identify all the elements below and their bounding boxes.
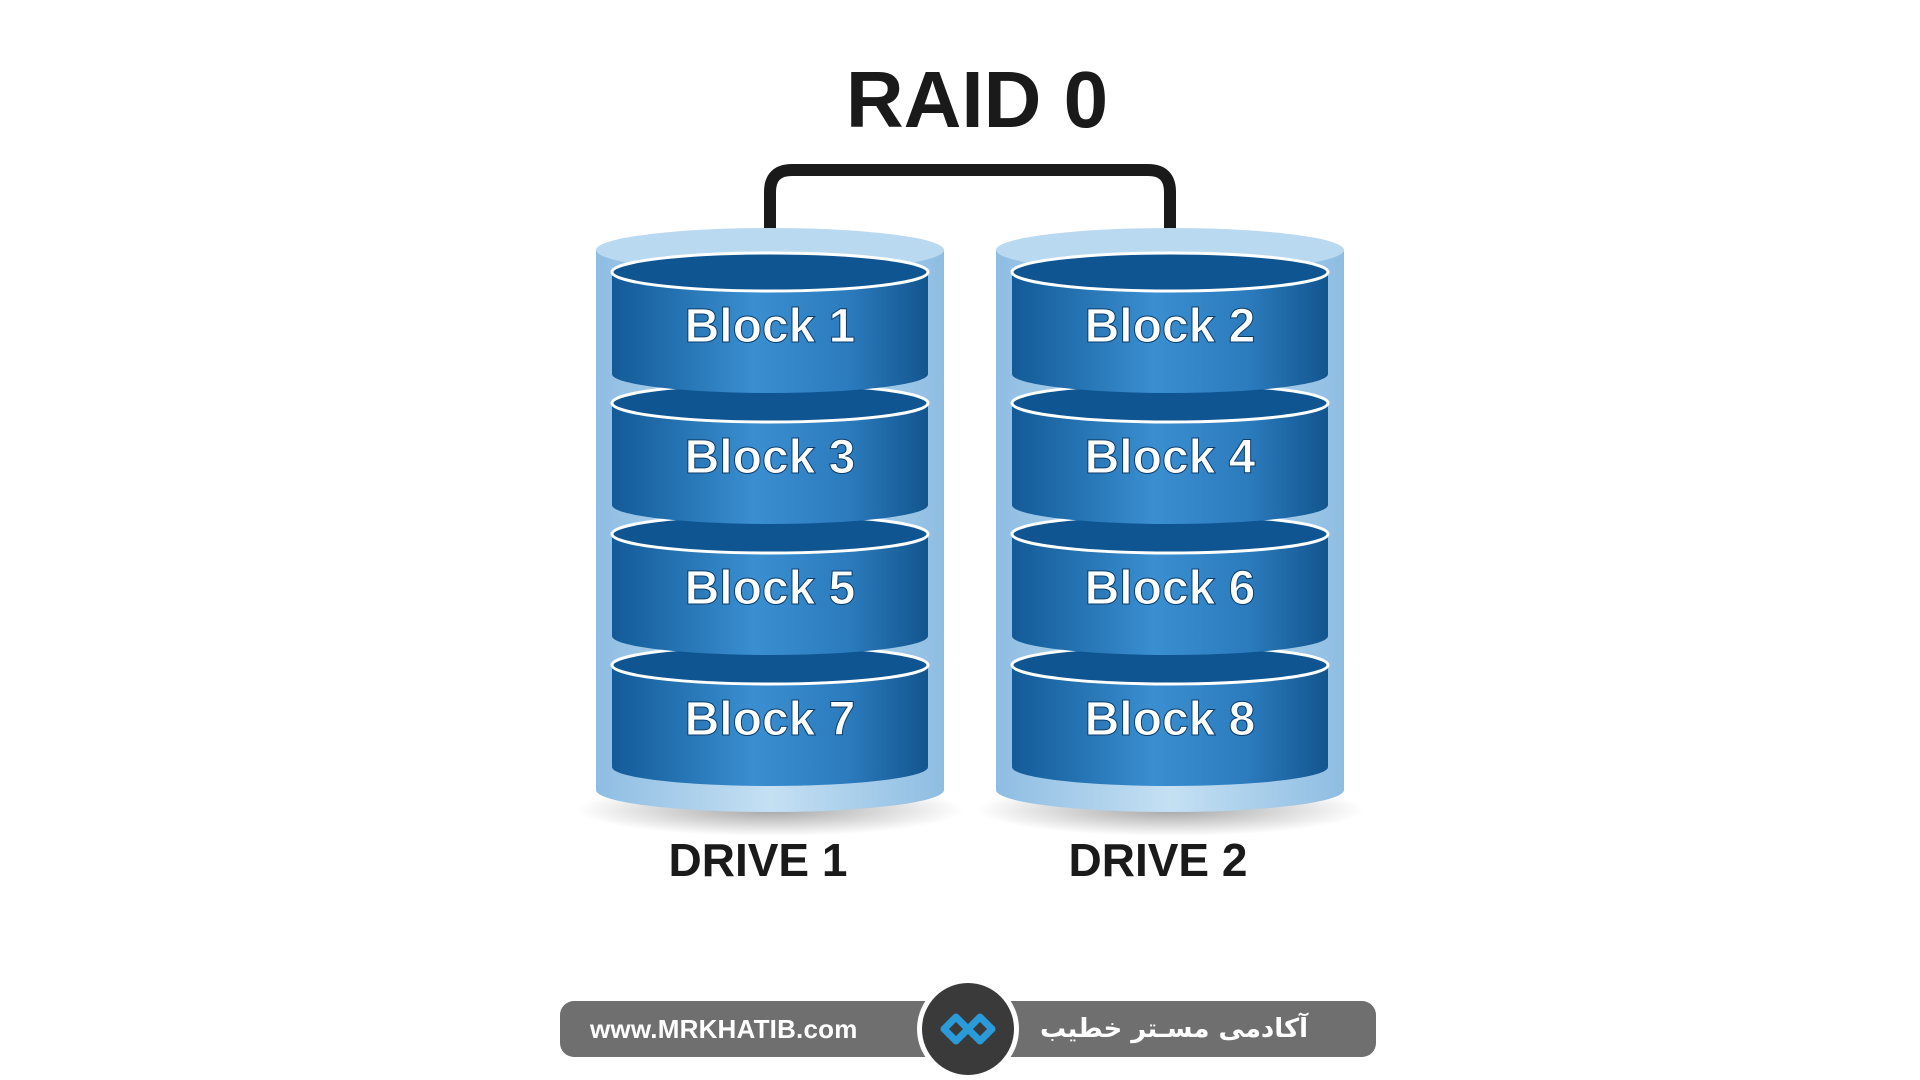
footer-brand-name: آکادمی مسـتر خطیب [1040,1014,1309,1044]
block-label: Block 6 [1085,562,1256,615]
platter-body [612,272,928,393]
drive-label: DRIVE 1 [669,834,848,886]
platter-body [612,403,928,524]
block-label: Block 8 [1085,693,1256,746]
footer-logo [922,983,1014,1075]
platter-body [1012,534,1328,655]
raid0-diagram: RAID 0 Block 7 Block 5 Block 3 Block 1 DRIVE… [576,55,1364,886]
drive-label: DRIVE 2 [1069,834,1248,886]
platter-block-4: Block 4 [1010,382,1330,524]
platter-body [1012,665,1328,786]
platter-block-8: Block 8 [1010,644,1330,786]
platter-block-3: Block 3 [610,382,930,524]
platter-block-1: Block 1 [610,251,930,393]
drive-1: Block 7 Block 5 Block 3 Block 1 DRIVE 1 [576,228,964,886]
block-label: Block 3 [685,431,856,484]
footer-website-link[interactable]: www.MRKHATIB.com [590,1014,858,1044]
platter-block-6: Block 6 [1010,513,1330,655]
block-label: Block 4 [1085,431,1256,484]
block-label: Block 1 [685,300,856,353]
block-label: Block 7 [685,693,856,746]
platter-body [612,665,928,786]
platter-block-5: Block 5 [610,513,930,655]
platter-block-7: Block 7 [610,644,930,786]
platter-body [1012,272,1328,393]
drive-2: Block 8 Block 6 Block 4 Block 2 DRIVE 2 [976,228,1364,886]
platter-top-face [1010,251,1330,293]
platter-block-2: Block 2 [1010,251,1330,393]
platter-top-face [610,251,930,293]
platter-body [1012,403,1328,524]
infinity-logo-icon [940,1013,996,1045]
block-label: Block 2 [1085,300,1256,353]
platter-body [612,534,928,655]
diagram-title: RAID 0 [846,55,1108,144]
raid-connector-line [764,164,1176,274]
block-label: Block 5 [685,562,856,615]
